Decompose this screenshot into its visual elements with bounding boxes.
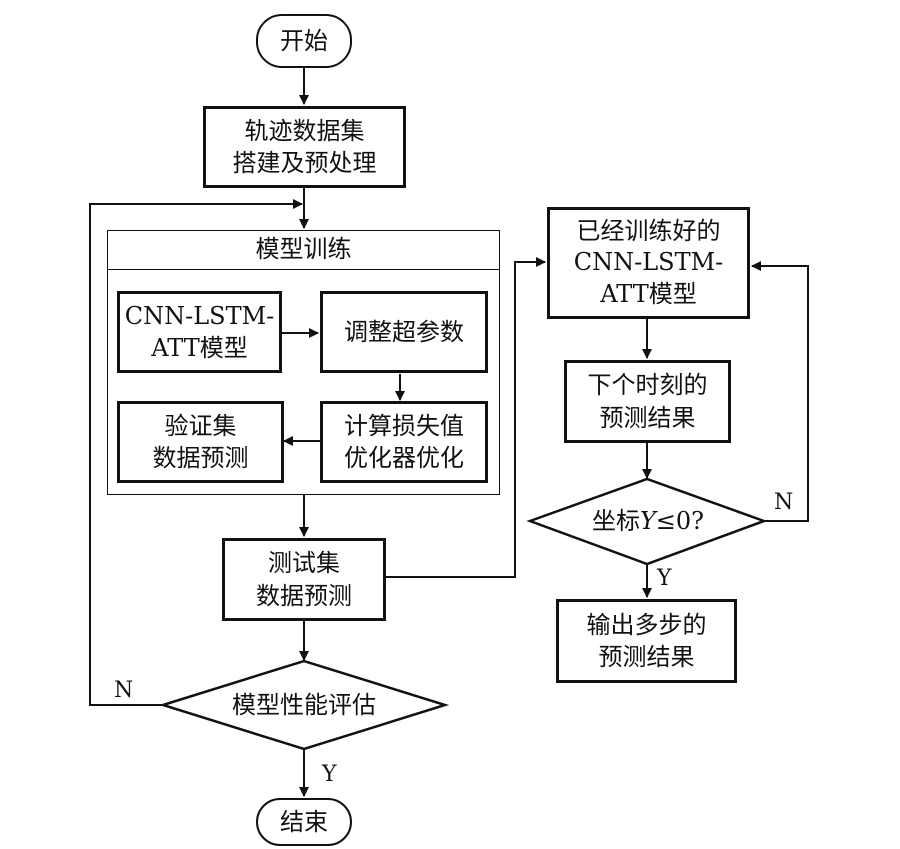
tune-node: 调整超参数 [320, 291, 488, 373]
coord-label-box: 坐标 Y ≤0? [560, 502, 736, 540]
validation-node: 验证集 数据预测 [117, 401, 284, 483]
start-label: 开始 [280, 26, 328, 55]
evaluate-yes-label: Y [322, 762, 337, 787]
output-line-2: 预测结果 [598, 643, 695, 671]
training-container [107, 230, 500, 495]
trained-model-line-3: ATT模型 [600, 279, 697, 308]
next-pred-line-1: 下个时刻的 [587, 371, 708, 400]
end-label: 结束 [280, 807, 328, 836]
coord-yes-label: Y [657, 566, 672, 591]
tune-label: 调整超参数 [344, 317, 464, 346]
test-line-2: 数据预测 [256, 581, 352, 610]
preprocess-node: 轨迹数据集 搭建及预处理 [203, 106, 406, 188]
cnn-model-line-1: CNN-LSTM- [124, 301, 275, 330]
test-node: 测试集 数据预测 [222, 538, 386, 621]
arrow-evaluate-no-loop [89, 199, 303, 706]
arrow-coord-no-loop [751, 261, 809, 522]
arrow-test-to-trained-model [386, 257, 546, 578]
cnn-model-line-2: ATT模型 [151, 334, 248, 362]
next-pred-line-2: 预测结果 [599, 403, 696, 432]
coord-diamond [526, 477, 768, 566]
loss-line-1: 计算损失值 [344, 411, 464, 440]
validation-line-1: 验证集 [164, 411, 237, 440]
evaluate-diamond [158, 659, 450, 751]
trained-model-node: 已经训练好的 CNN-LSTM- ATT模型 [547, 207, 750, 319]
loss-node: 计算损失值 优化器优化 [320, 401, 488, 483]
coord-no-label: N [774, 490, 794, 515]
training-title: 模型训练 [107, 230, 500, 270]
validation-line-2: 数据预测 [152, 444, 249, 472]
coord-rest: ≤0? [655, 506, 705, 535]
preprocess-line-1: 轨迹数据集 [244, 116, 365, 145]
evaluate-no-label: N [114, 678, 134, 703]
output-line-1: 输出多步的 [586, 610, 707, 639]
trained-model-line-2: CNN-LSTM- [573, 248, 724, 277]
evaluate-label-box: 模型性能评估 [200, 685, 408, 725]
trained-model-line-1: 已经训练好的 [576, 217, 721, 246]
coord-prefix: 坐标 [591, 506, 640, 535]
cnn-model-node: CNN-LSTM- ATT模型 [117, 291, 282, 373]
training-title-label: 模型训练 [255, 235, 352, 264]
next-pred-node: 下个时刻的 预测结果 [564, 360, 731, 443]
loss-line-2: 优化器优化 [344, 444, 464, 472]
test-line-1: 测试集 [268, 549, 340, 578]
coord-var: Y [639, 506, 656, 535]
preprocess-line-2: 搭建及预处理 [232, 149, 377, 177]
start-node: 开始 [256, 14, 352, 68]
evaluate-label: 模型性能评估 [232, 690, 376, 719]
output-node: 输出多步的 预测结果 [556, 599, 737, 683]
end-node: 结束 [256, 798, 352, 846]
